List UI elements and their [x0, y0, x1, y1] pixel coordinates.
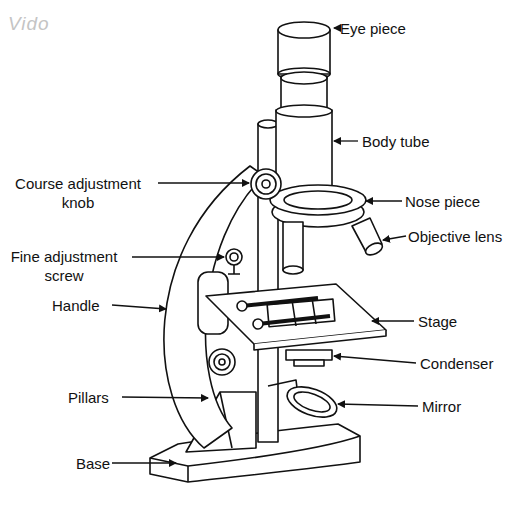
part-label: Stage — [418, 312, 508, 331]
part-label: Nose piece — [405, 192, 515, 211]
part-label: Body tube — [362, 132, 482, 151]
part-label: Fine adjustment screw — [0, 247, 128, 285]
part-label: Eye piece — [340, 19, 460, 38]
part-label: Condenser — [420, 354, 516, 373]
part-label: Mirror — [422, 397, 512, 416]
watermark: Vido — [8, 14, 88, 33]
part-label: Objective lens — [408, 227, 516, 246]
part-label: Course adjustment knob — [0, 174, 156, 212]
part-label: Handle — [52, 296, 132, 315]
part-label: Base — [76, 454, 156, 473]
part-label: Pillars — [68, 388, 148, 407]
